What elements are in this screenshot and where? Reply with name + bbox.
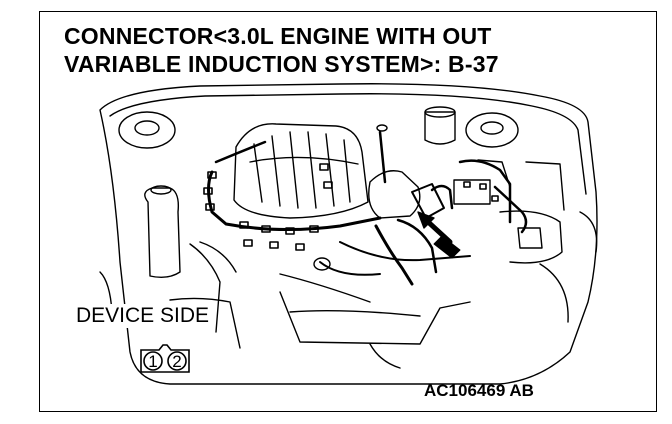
connector-symbol: 1 2 bbox=[140, 344, 190, 373]
pin-1-label: 1 bbox=[148, 352, 157, 371]
figure-code: AC106469 AB bbox=[424, 381, 534, 400]
title-line-1: CONNECTOR<3.0L ENGINE WITH OUT bbox=[64, 23, 492, 49]
pin-1-circle bbox=[143, 351, 163, 371]
connector-housing bbox=[140, 344, 190, 373]
title-line-2: VARIABLE INDUCTION SYSTEM>: B-37 bbox=[64, 51, 499, 77]
pin-2-circle bbox=[167, 351, 187, 371]
engine-bay-illustration bbox=[99, 83, 598, 385]
pin-2-label: 2 bbox=[172, 352, 181, 371]
diagram-title: CONNECTOR<3.0L ENGINE WITH OUT VARIABLE … bbox=[64, 22, 499, 78]
diagram-frame: CONNECTOR<3.0L ENGINE WITH OUT VARIABLE … bbox=[39, 11, 657, 412]
device-side-label: DEVICE SIDE bbox=[76, 304, 210, 328]
